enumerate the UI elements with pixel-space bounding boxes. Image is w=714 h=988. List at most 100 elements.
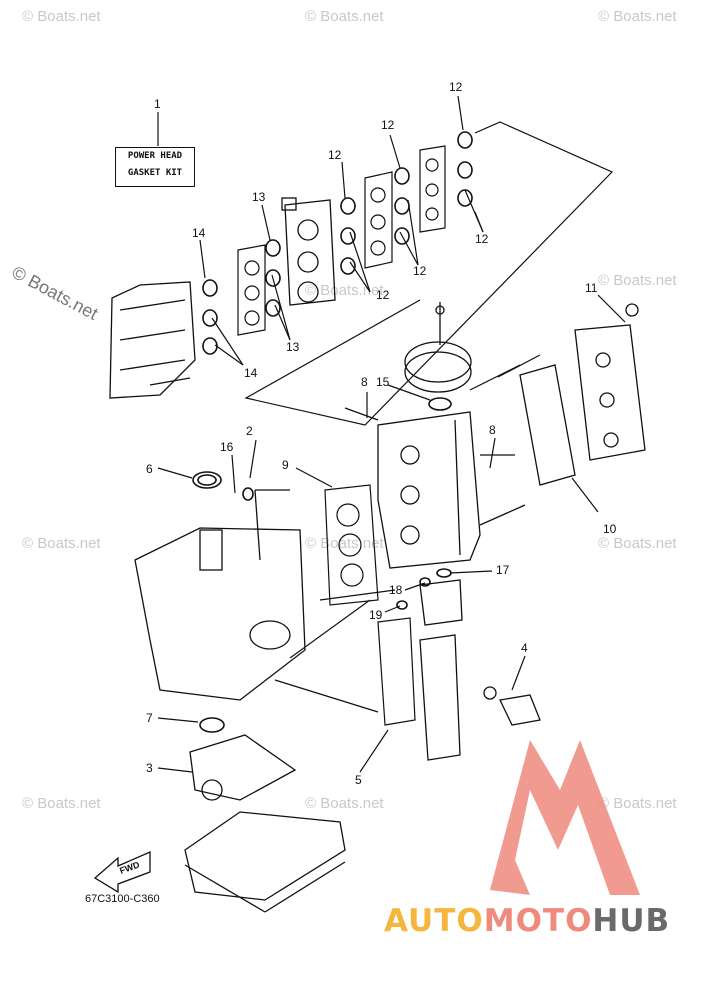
- watermark: © Boats.net: [305, 795, 384, 812]
- part-code: 67C3100-C360: [85, 893, 160, 905]
- callout-number: 4: [521, 641, 528, 655]
- kit-label-line1: POWER HEAD: [127, 151, 183, 161]
- callout-number: 3: [146, 761, 153, 775]
- washer-2: [242, 487, 254, 501]
- o-ring-12: [340, 197, 356, 215]
- leader-line: [489, 437, 496, 469]
- head-gasket: [324, 484, 379, 606]
- callout-number: 14: [244, 366, 258, 380]
- watermark: © Boats.net: [305, 8, 384, 25]
- exhaust-cover: [419, 634, 461, 761]
- o-ring-14: [202, 279, 218, 297]
- leader-line: [404, 582, 426, 591]
- callout-number: 16: [220, 440, 234, 454]
- callout-number: 13: [252, 190, 266, 204]
- leader-line: [199, 239, 206, 279]
- callout-number: 19: [369, 608, 383, 622]
- leader-line: [359, 729, 389, 773]
- leader-line: [157, 467, 193, 479]
- oil-seal-6-inner: [197, 474, 217, 486]
- o-ring-12: [394, 197, 410, 215]
- callout-number: 12: [376, 288, 390, 302]
- leader-line: [449, 570, 493, 574]
- leader-line: [214, 344, 244, 366]
- o-ring-12: [340, 227, 356, 245]
- o-ring-14: [202, 337, 218, 355]
- o-ring-12: [394, 227, 410, 245]
- o-ring-14: [202, 309, 218, 327]
- watermark: © Boats.net: [22, 8, 101, 25]
- thermostat: [483, 686, 541, 726]
- leader-line: [341, 161, 346, 199]
- callout-number: 5: [355, 773, 362, 787]
- water-pump: [419, 579, 463, 626]
- oil-pan-gasket: [189, 734, 297, 801]
- leader-line: [399, 231, 419, 266]
- o-ring-13: [265, 239, 281, 257]
- o-ring-17: [436, 568, 452, 578]
- leader-line: [231, 454, 236, 494]
- kit-label-line2: GASKET KIT: [127, 168, 183, 178]
- callout-number: 12: [413, 264, 427, 278]
- watermark: © Boats.net: [22, 535, 101, 552]
- callout-number: 6: [146, 462, 153, 476]
- intake-gasket-plate: [237, 244, 266, 336]
- cylinder-block: [344, 407, 526, 569]
- leader-line: [157, 717, 199, 723]
- leader-line: [261, 204, 271, 241]
- o-ring-13: [265, 269, 281, 287]
- logo-part-hub: HUB: [592, 903, 671, 939]
- callout-number: 12: [475, 232, 489, 246]
- callout-number: 7: [146, 711, 153, 725]
- leader-line: [249, 439, 257, 479]
- o-ring-19: [396, 600, 408, 610]
- callout-number: 11: [585, 281, 598, 295]
- exhaust-cover-gasket: [377, 617, 416, 726]
- watermark: © Boats.net: [305, 535, 384, 552]
- leader-line: [597, 294, 626, 323]
- manifold-cover: [419, 145, 446, 233]
- callout-number: 1: [154, 97, 161, 111]
- watermark: © Boats.net: [305, 282, 384, 299]
- leader-line: [387, 384, 431, 401]
- callout-number: 10: [603, 522, 617, 536]
- callout-number: 12: [328, 148, 342, 162]
- watermark: © Boats.net: [598, 795, 677, 812]
- leader-line: [511, 655, 526, 691]
- leader-line: [274, 679, 379, 713]
- flywheel: [404, 302, 472, 393]
- callout-number: 9: [282, 458, 289, 472]
- cylinder-head-cover: [574, 303, 646, 461]
- oil-seal-6: [192, 471, 222, 489]
- logo-part-moto: MOTO: [483, 903, 593, 939]
- leader-line: [349, 261, 371, 293]
- callout-number: 8: [489, 423, 496, 437]
- leader-line: [211, 317, 244, 366]
- power-head-gasket-kit-label: POWER HEAD GASKET KIT: [115, 147, 195, 187]
- o-ring-12: [457, 161, 473, 179]
- leader-line: [319, 589, 396, 601]
- leader-line: [497, 354, 541, 378]
- callout-number: 12: [449, 80, 463, 94]
- callout-number: 18: [389, 583, 403, 597]
- exhaust-guide-plate: [184, 811, 346, 913]
- leader-line: [271, 274, 291, 341]
- leader-line: [274, 304, 291, 341]
- callout-number: 2: [246, 424, 253, 438]
- cylinder-head-cover-gasket: [519, 364, 576, 486]
- o-ring-12: [457, 189, 473, 207]
- throttle-body: [281, 197, 336, 306]
- callout-number: 17: [496, 563, 510, 577]
- watermark: © Boats.net: [598, 8, 677, 25]
- callout-number: 13: [286, 340, 300, 354]
- callout-number: 15: [376, 375, 390, 389]
- o-ring-13: [265, 299, 281, 317]
- automotohub-logo-icon: [490, 740, 640, 895]
- watermark: © Boats.net: [598, 535, 677, 552]
- oil-seal-7: [199, 717, 225, 733]
- group-boundary: [244, 121, 614, 426]
- leader-line: [157, 767, 193, 773]
- o-ring-12: [394, 167, 410, 185]
